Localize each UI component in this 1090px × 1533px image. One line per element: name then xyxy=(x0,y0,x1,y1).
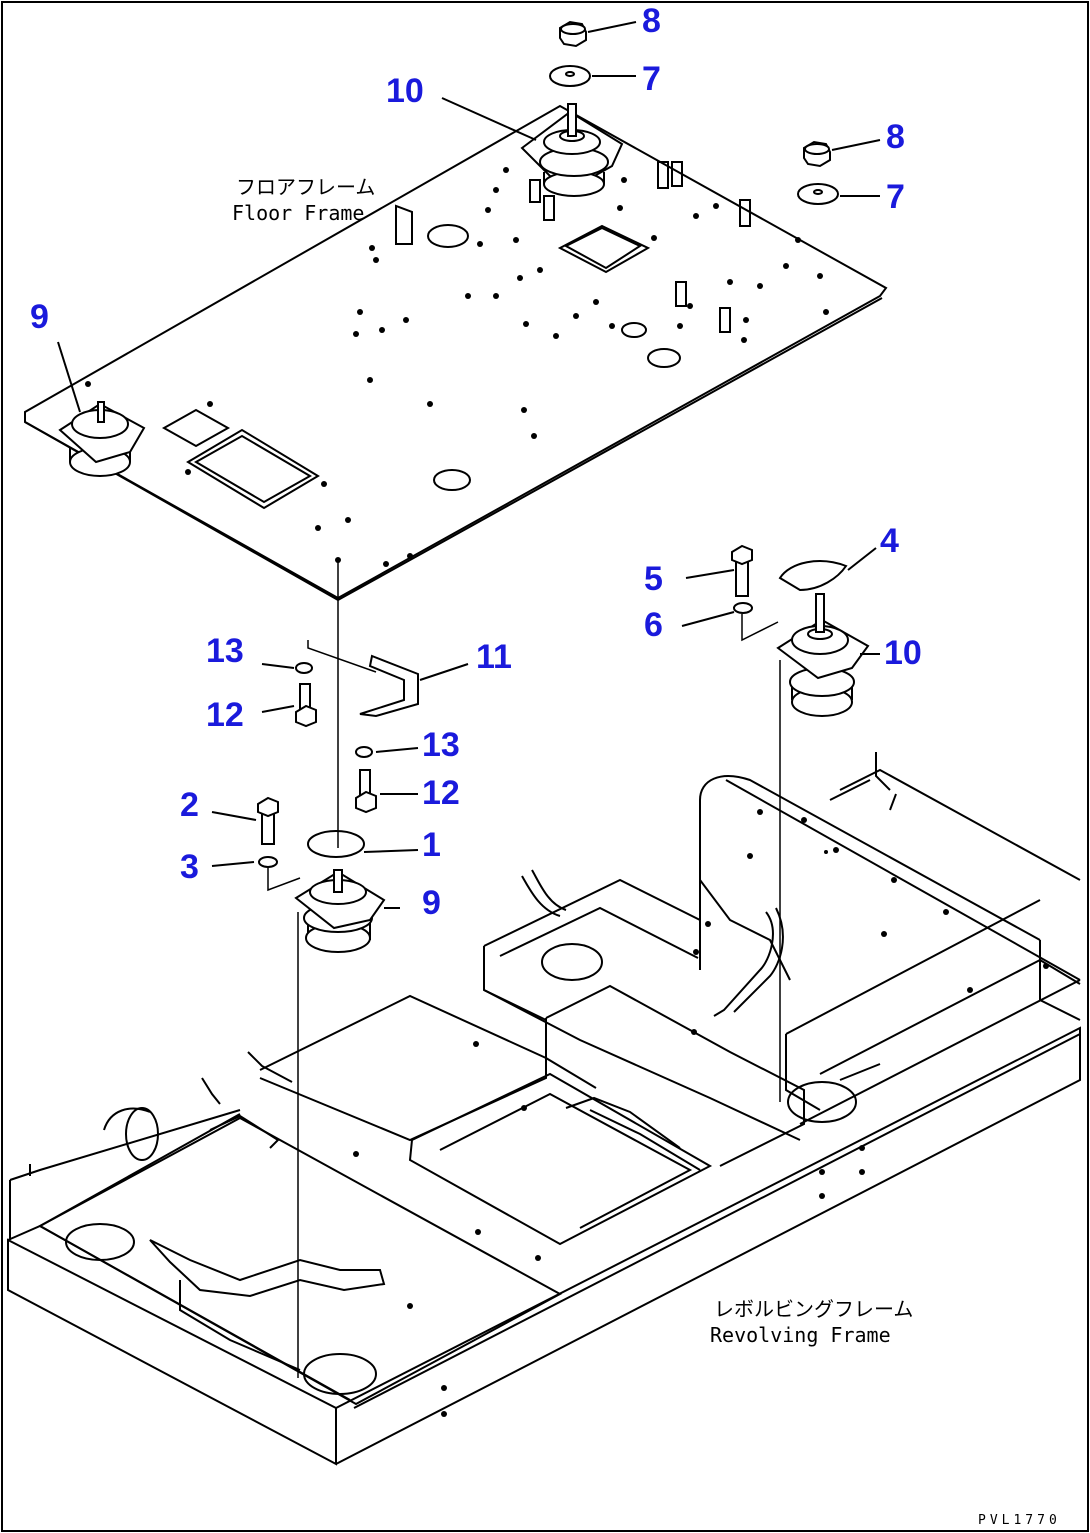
bracket-11 xyxy=(359,654,419,718)
assembly-lines xyxy=(267,560,781,1378)
callout-3: 3 xyxy=(180,848,199,886)
floor-frame xyxy=(24,104,888,602)
washer-6 xyxy=(733,602,753,614)
callout-11: 11 xyxy=(476,638,512,676)
floor-frame-label-jp: フロアフレーム xyxy=(236,175,375,199)
callout-6: 6 xyxy=(644,606,663,644)
mount-9-upper xyxy=(58,401,146,477)
revolving-frame-label-en: Revolving Frame xyxy=(710,1323,891,1347)
drawing-code: PVL1770 xyxy=(978,1513,1061,1528)
revolving-frame-label-jp: レボルビングフレーム xyxy=(714,1297,913,1321)
washer-7-right xyxy=(797,183,839,205)
callout-13-upper: 13 xyxy=(206,632,244,670)
callout-10-lower: 10 xyxy=(884,634,922,672)
callout-12-upper: 12 xyxy=(206,696,244,734)
callout-4: 4 xyxy=(880,522,899,560)
bolt-2 xyxy=(257,796,279,845)
callout-12-lower: 12 xyxy=(422,774,460,812)
callout-8-right: 8 xyxy=(886,118,905,156)
bolt-12-lower xyxy=(355,769,377,814)
plate-1 xyxy=(307,830,365,858)
callout-8-upper: 8 xyxy=(642,2,661,40)
mount-10-lower xyxy=(776,593,870,717)
mount-10-upper xyxy=(520,103,624,197)
callout-7-upper: 7 xyxy=(642,60,661,98)
callout-1: 1 xyxy=(422,826,441,864)
washer-7-upper xyxy=(549,65,591,87)
callout-5: 5 xyxy=(644,560,663,598)
washer-3 xyxy=(258,856,278,868)
callout-9-lower: 9 xyxy=(422,884,441,922)
nut-8-upper xyxy=(559,20,587,48)
bolt-12-upper xyxy=(295,683,317,728)
washer-13-upper xyxy=(295,662,313,674)
washer-13-lower xyxy=(355,746,373,758)
callout-10-upper: 10 xyxy=(386,72,424,110)
plate-4 xyxy=(778,560,848,592)
callout-7-right: 7 xyxy=(886,178,905,216)
floor-frame-label-en: Floor Frame xyxy=(232,201,364,225)
callout-13-lower: 13 xyxy=(422,726,460,764)
callout-2: 2 xyxy=(180,786,199,824)
mount-9-lower xyxy=(294,869,386,953)
nut-8-right xyxy=(803,140,831,168)
callout-9-upper: 9 xyxy=(30,298,49,336)
revolving-frame xyxy=(7,752,1081,1466)
leader-lines xyxy=(57,21,881,909)
bolt-5 xyxy=(731,544,753,597)
